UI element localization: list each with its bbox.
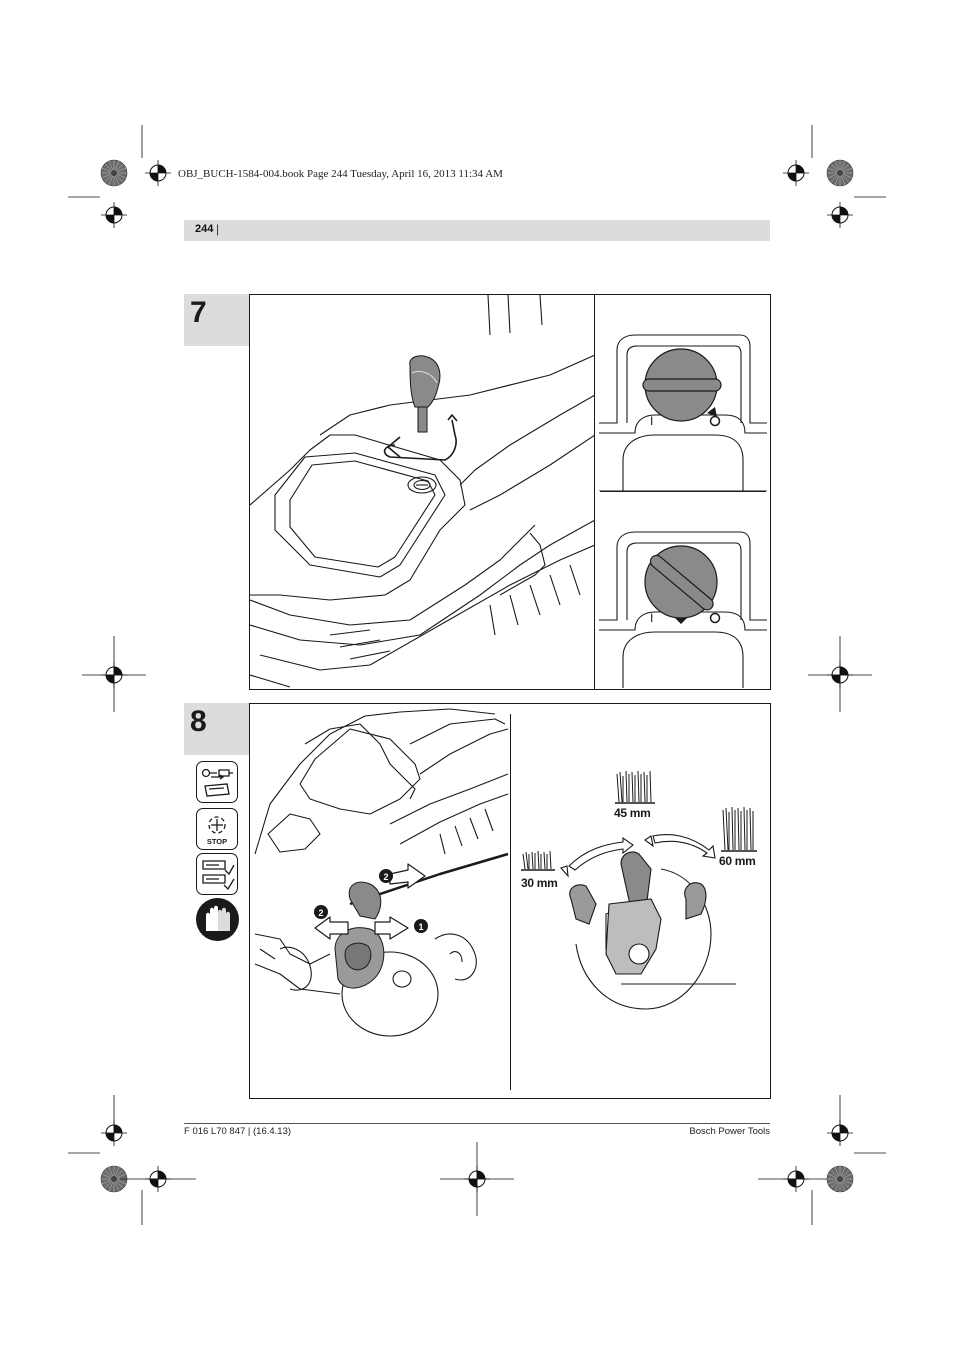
height-label-45: 45 mm	[614, 806, 651, 820]
height-label-30: 30 mm	[521, 876, 558, 890]
callout-2-left: 2	[318, 908, 323, 918]
print-header: OBJ_BUCH-1584-004.book Page 244 Tuesday,…	[178, 168, 503, 180]
page-number-separator: |	[216, 222, 220, 236]
callout-2-top: 2	[383, 872, 388, 882]
footer-rule	[184, 1123, 770, 1124]
figure-8-tab	[184, 703, 249, 755]
figure-8-frame: 2 1 2	[249, 703, 771, 1099]
grass-30mm-icon	[521, 850, 555, 871]
cutting-height-illustration	[521, 770, 757, 1010]
stop-rotating-blade-icon: STOP	[196, 808, 238, 850]
figure-7-frame: I I	[249, 294, 771, 690]
callout-1: 1	[418, 922, 423, 932]
page-number: 244	[195, 223, 214, 235]
grass-45mm-icon	[615, 770, 655, 804]
height-label-60: 60 mm	[719, 854, 756, 868]
figure-7-number: 7	[190, 296, 207, 329]
footer-doc-code: F 016 L70 847 | (16.4.13)	[184, 1126, 292, 1137]
footer-brand: Bosch Power Tools	[689, 1126, 770, 1137]
header-bar	[184, 220, 770, 241]
height-lever-illustration: 2 1 2	[254, 708, 509, 1037]
switch-on-mark: I	[650, 414, 653, 428]
figure-8-number: 8	[190, 705, 207, 738]
read-instructions-icon	[196, 853, 238, 895]
switch-on-mark-2: I	[650, 611, 653, 625]
wear-gloves-icon	[196, 898, 239, 941]
grass-60mm-icon	[721, 806, 757, 852]
switch-detail-on: I	[599, 334, 767, 491]
stop-label: STOP	[207, 837, 227, 846]
figure-7-tab	[184, 294, 249, 346]
switch-detail-off: I	[599, 531, 767, 688]
key-insertion-illustration	[250, 295, 595, 688]
disconnect-plug-icon	[196, 761, 238, 803]
